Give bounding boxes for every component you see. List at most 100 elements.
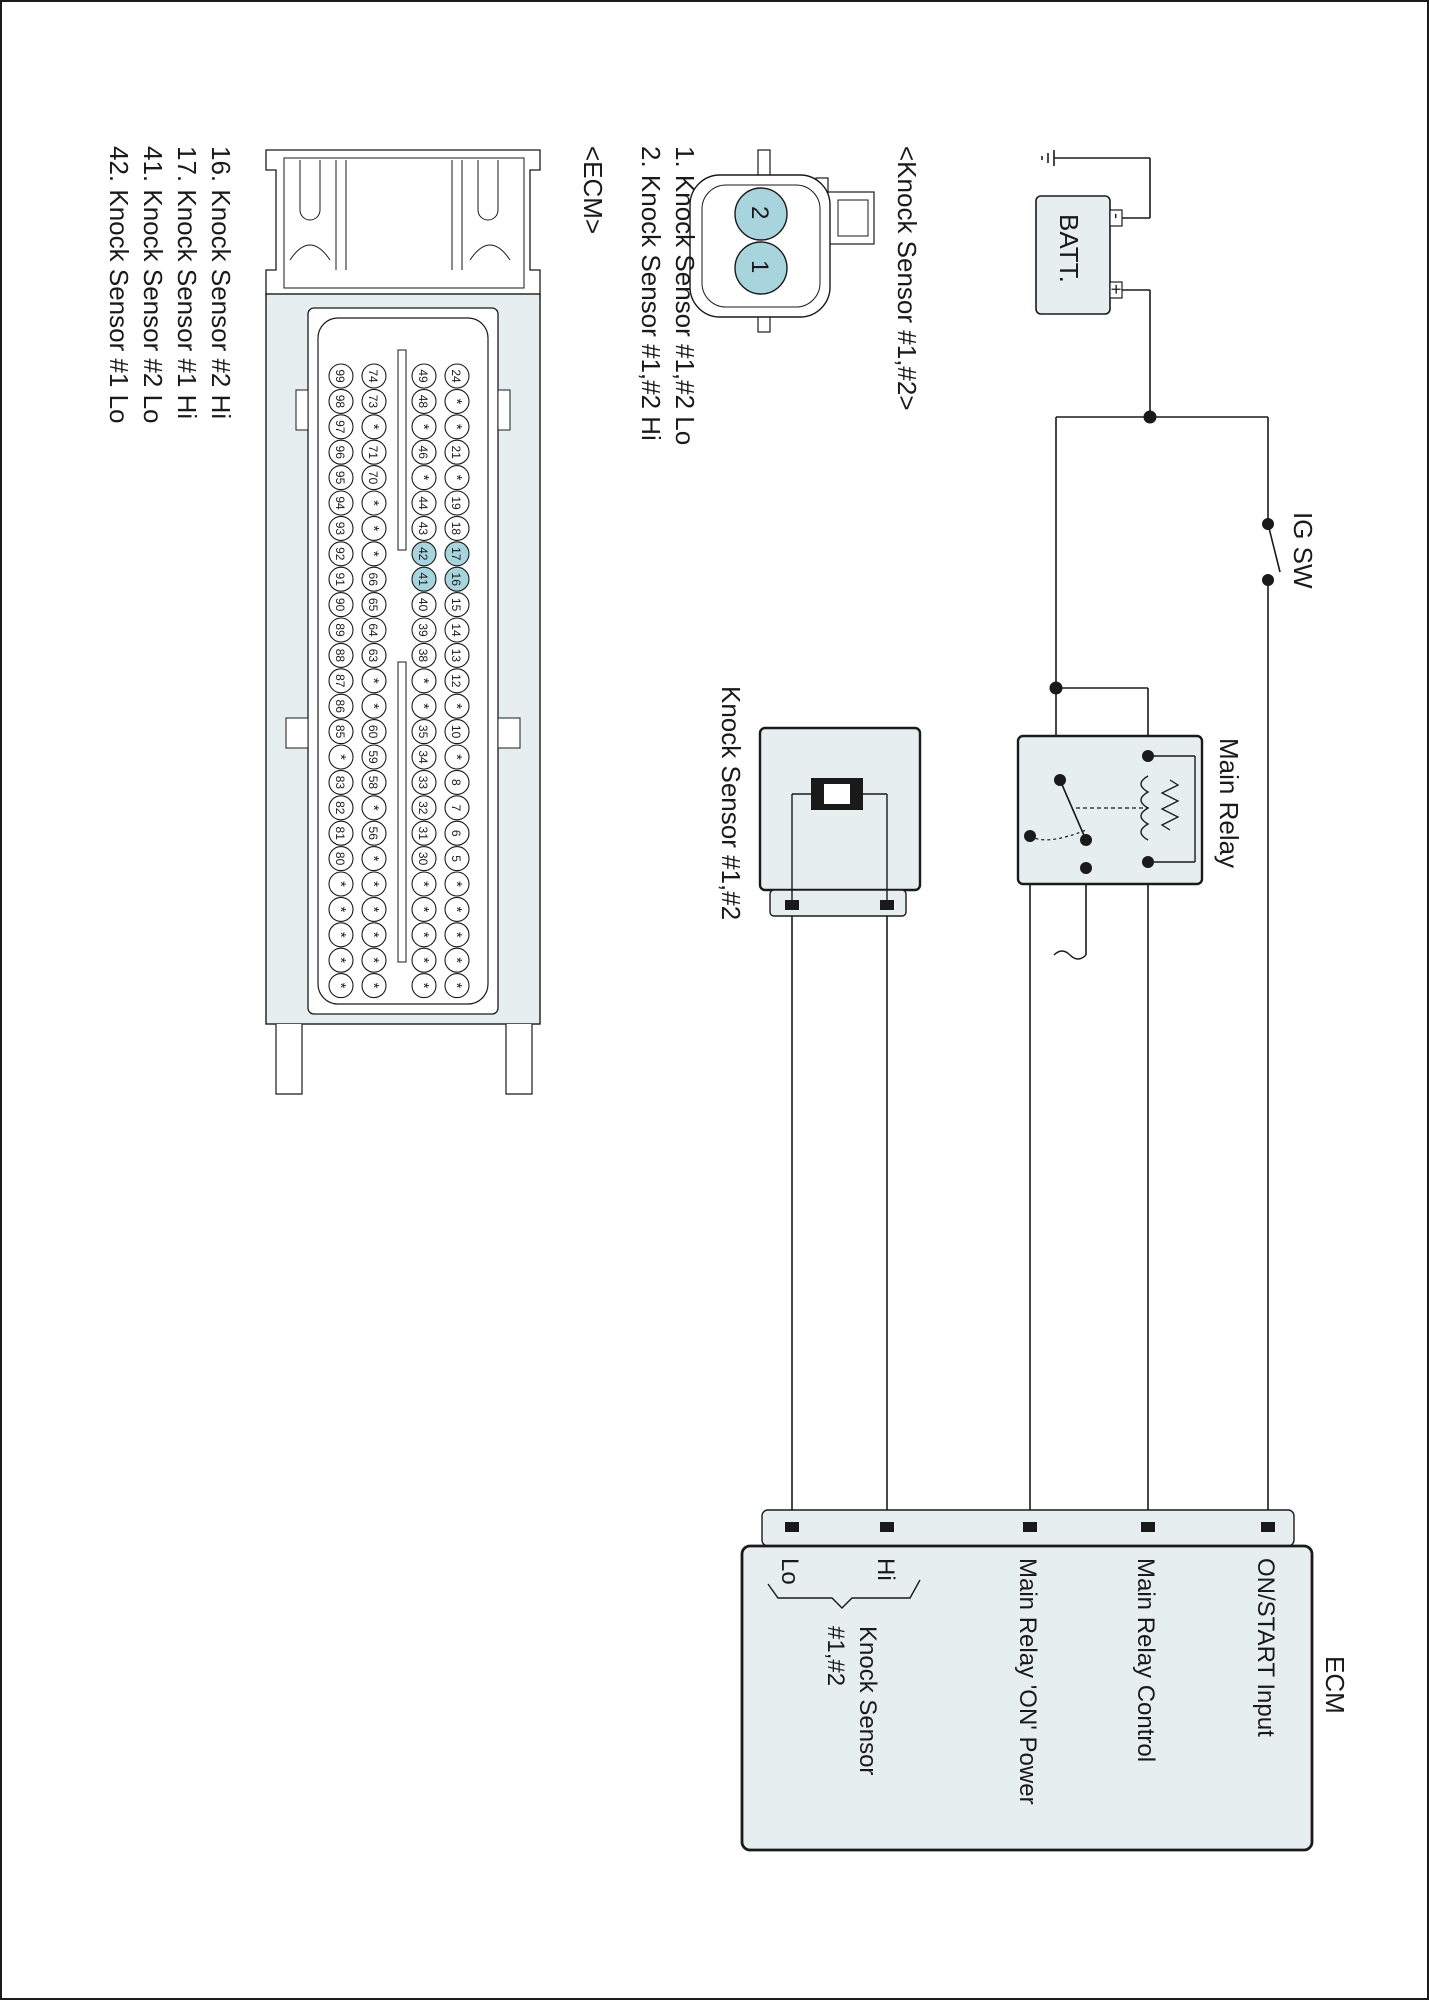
ecm-pin [361,846,387,872]
ecm-pin [411,922,437,948]
ecm-pin [361,795,387,821]
ecm-pin [411,693,437,719]
ecm-pin-label: * [448,906,465,912]
ecm-pin [328,744,354,770]
ecm-pin-label: 8 [449,779,463,786]
ecm-pin [411,592,437,618]
ecm-pin-label: * [365,856,382,862]
ecm-pin-grid: 24**21*1918171615141312*10*8765*****4948… [328,363,470,999]
ecm-pin [444,744,470,770]
knock-sensor [758,726,922,917]
ecm-pin [328,947,354,973]
ecm-pin [444,642,470,668]
ecm-pin [444,693,470,719]
ecm-pin-label: 56 [366,827,380,841]
ground-icon [1041,150,1055,166]
ecm-pin-label: * [365,500,382,506]
ecm-pin [411,566,437,592]
ecm-pin [361,541,387,567]
ecm-pin [361,490,387,516]
ecm-pin-label: 35 [416,725,430,739]
ecm-pin [361,592,387,618]
ecm-pin [411,795,437,821]
ecm-pin [328,566,354,592]
ecm-pin [411,465,437,491]
ecm-pin-label: 42 [416,547,430,561]
ignition-switch [1262,518,1281,586]
ecm-pin [444,846,470,872]
ecm-pin [328,820,354,846]
ecm-pin-label: 17 [449,547,463,561]
ecm-pin [444,769,470,795]
ecm-pin [444,617,470,643]
ecm-pin-label: * [415,881,432,887]
ecm-pin [328,769,354,795]
ecm-pin-label: 73 [366,395,380,409]
ecm-pin-label: * [365,424,382,430]
ecm-pin-label: 24 [449,369,463,383]
ecm-pin [328,693,354,719]
ecm-pin-label: * [365,551,382,557]
ecm-pin [361,820,387,846]
ecm-pin-label: 6 [449,830,463,837]
ecm-pin [411,871,437,897]
ecm-pin-label: 92 [333,547,347,561]
ecm-pin [444,719,470,745]
ecm-pin-label: 43 [416,522,430,536]
ecm-pin-label: * [448,754,465,760]
ecm-pin-label: 40 [416,598,430,612]
ecm-pin-label: 81 [333,827,347,841]
ecm-pin [361,388,387,414]
ecm-pin-label: * [415,678,432,684]
ecm-pin-label: 21 [449,446,463,460]
ecm-pin [444,465,470,491]
ecm-pin-label: * [448,398,465,404]
ecm-pin-label: 44 [416,496,430,510]
ecm-pin-label: * [365,932,382,938]
ecm-pin-label: 86 [333,700,347,714]
ecm-pin [361,922,387,948]
ecm-pin-label: * [365,525,382,531]
ecm-pin [444,820,470,846]
ecm-pin-label: 60 [366,725,380,739]
ecm-pin [444,439,470,465]
ecm-pin-label: * [448,424,465,430]
ecm-pin-label: * [415,932,432,938]
ecm-pin [328,642,354,668]
ecm-pin [361,617,387,643]
ecm-pin [328,871,354,897]
ecm-pin-label: 10 [449,725,463,739]
ecm-pin-label: * [365,703,382,709]
ecm-pin-label: * [365,957,382,963]
ecm-pin [444,566,470,592]
ecm-pin-label: 99 [333,369,347,383]
ecm-pin-label: 88 [333,649,347,663]
ecm-pin [361,414,387,440]
ecm-pin [361,363,387,389]
ecm-pin [444,414,470,440]
ecm-pin-label: 83 [333,776,347,790]
ecm-pin [411,769,437,795]
ecm-pin-label: * [415,957,432,963]
ecm-pin-label: 31 [416,827,430,841]
ecm-pin [328,668,354,694]
ecm-pin-label: 95 [333,471,347,485]
ecm-pin [444,922,470,948]
ecm-pin [361,566,387,592]
ecm-pin [411,719,437,745]
ecm-pin-label: * [332,957,349,963]
ecm-pin-label: * [332,754,349,760]
ecm-pin [328,439,354,465]
ecm-pin-label: 70 [366,471,380,485]
ecm-pin [361,515,387,541]
ecm-pin-label: * [365,906,382,912]
ecm-pin [444,363,470,389]
ecm-pin [328,922,354,948]
ecm-pin [444,541,470,567]
ecm-pin [361,465,387,491]
ecm-pin-label: * [415,906,432,912]
ecm-pin [411,973,437,999]
ecm-pin [411,668,437,694]
